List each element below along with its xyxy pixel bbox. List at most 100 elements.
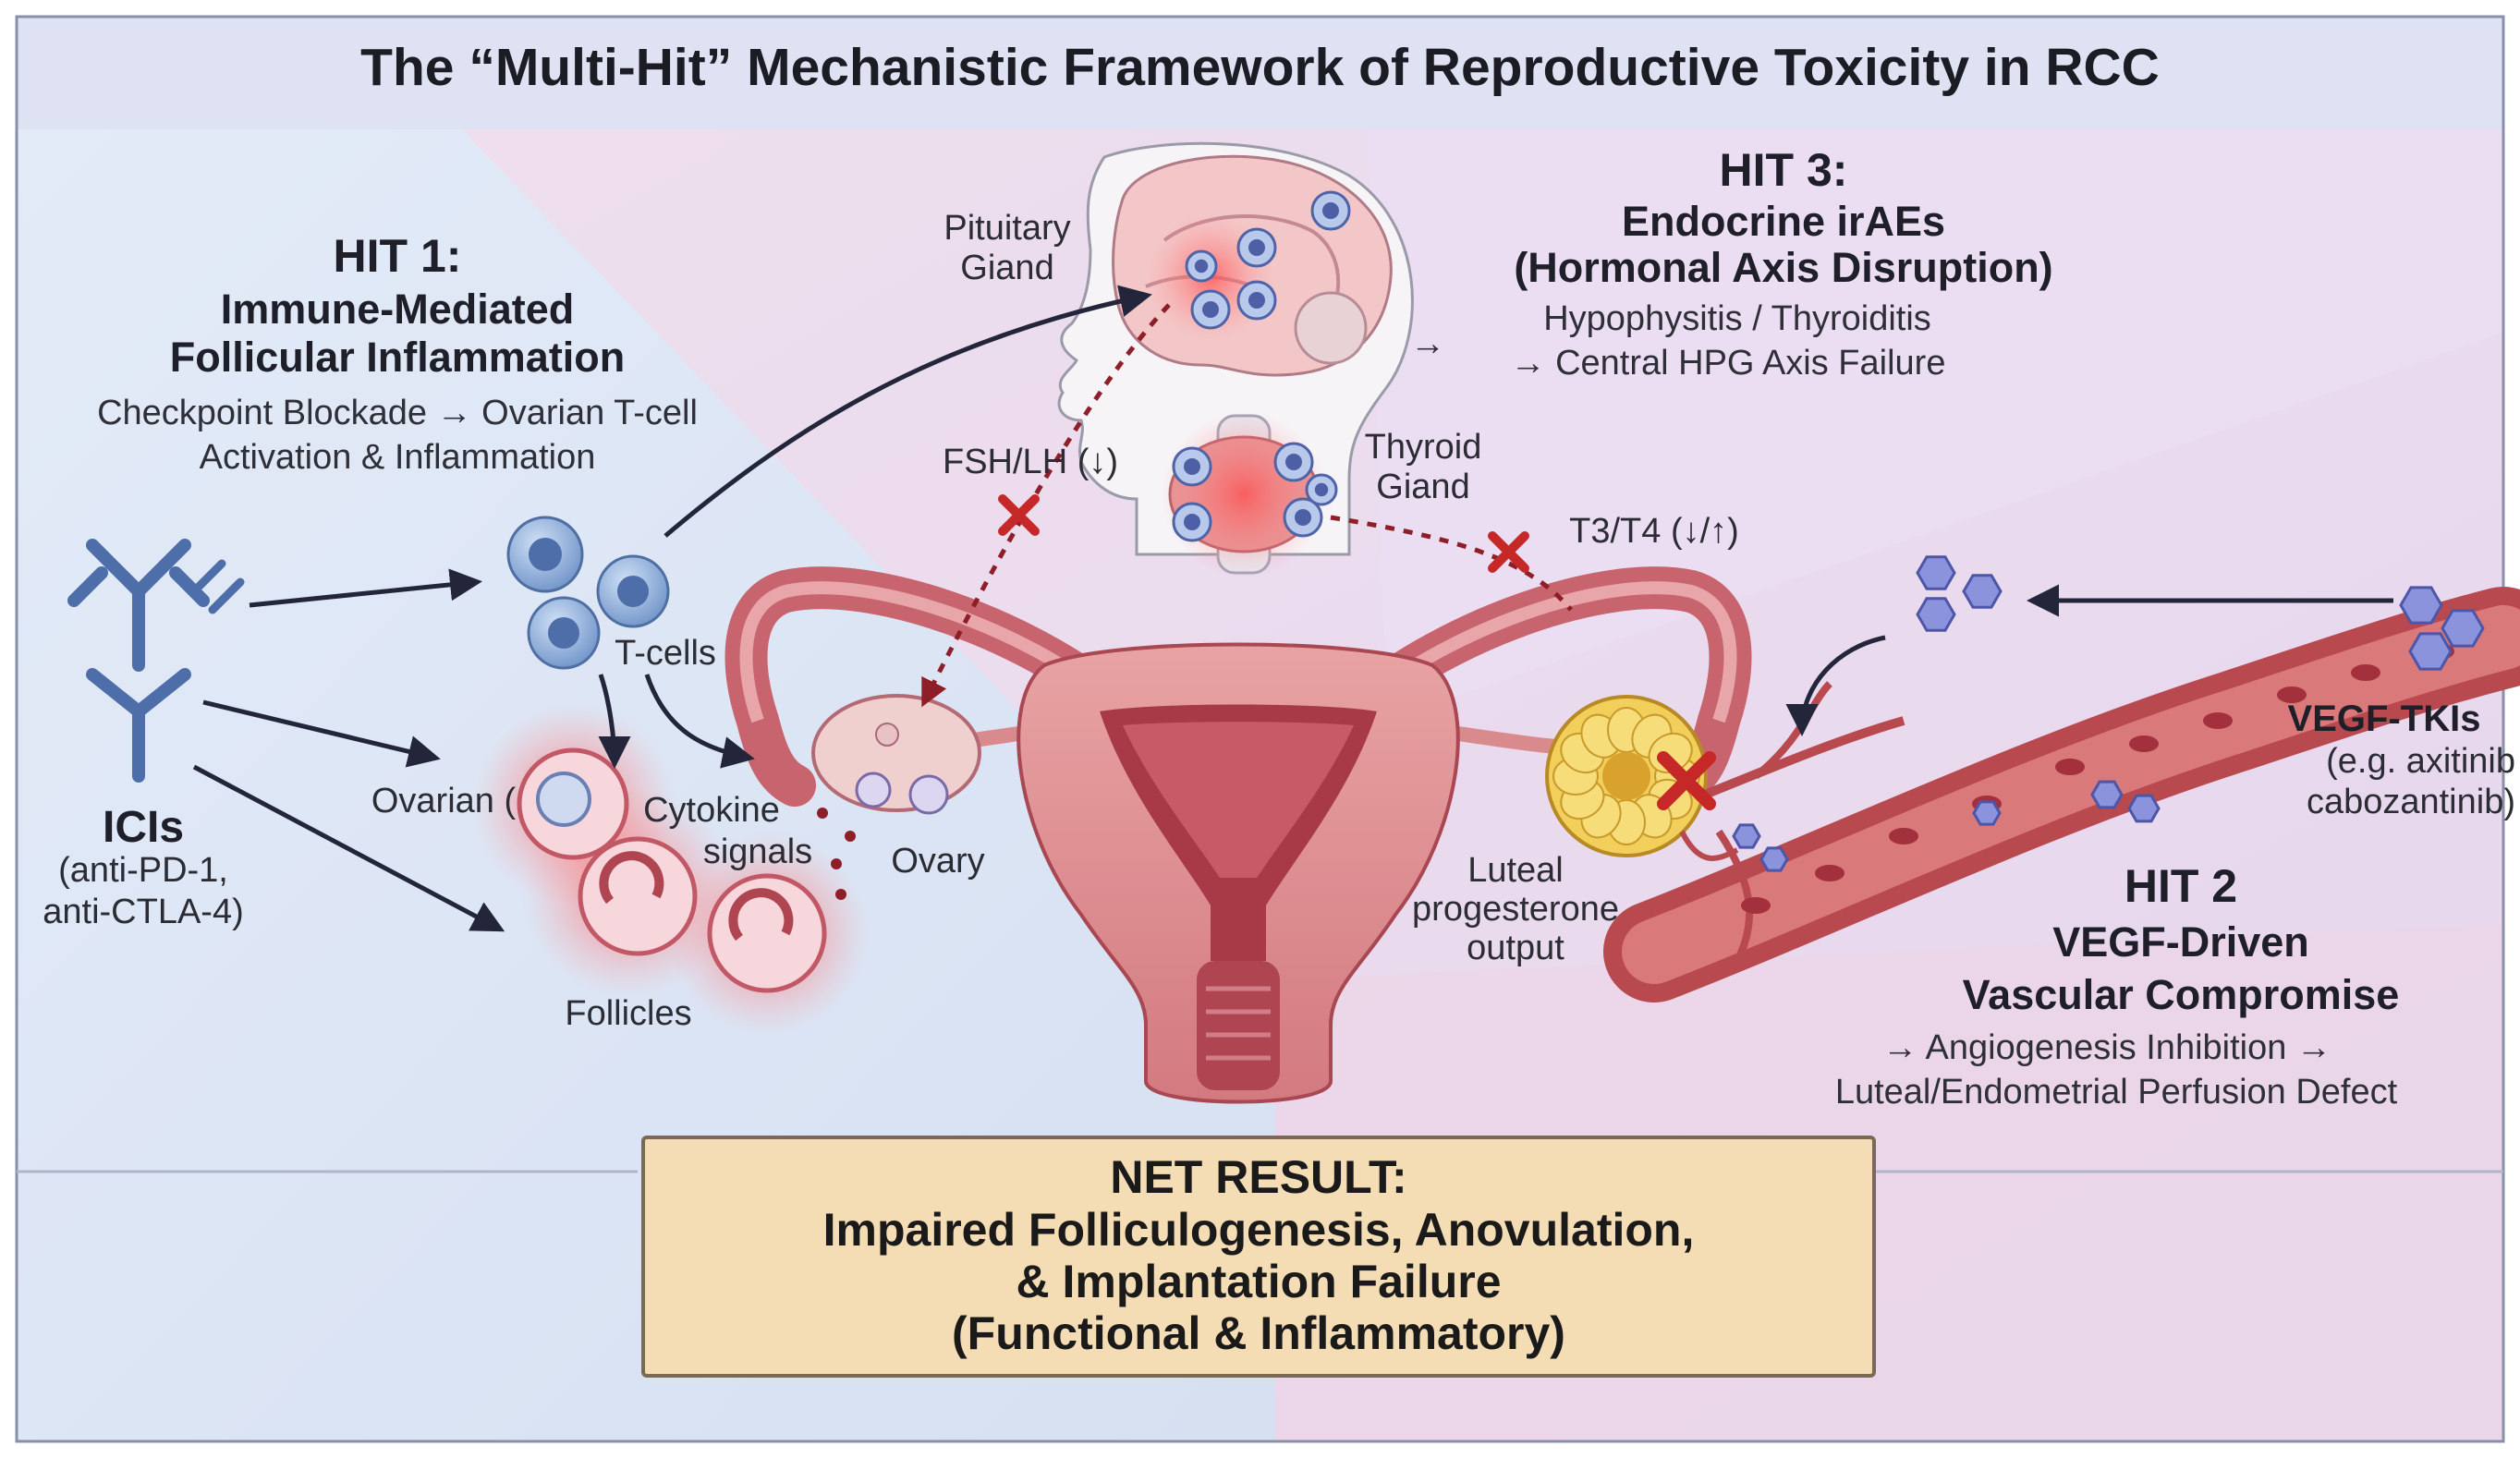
tki-molecule: [2399, 586, 2443, 625]
thyroid-axis: [1330, 515, 1573, 612]
fsh-block-cross: [998, 494, 1040, 536]
hit2-heading: HIT 2: [2124, 860, 2238, 912]
red-blood-cell: [1741, 897, 1771, 914]
icis-sub2: anti-CTLA-4): [43, 893, 244, 931]
tki-molecule: [1732, 823, 1761, 849]
vegf-sub2: cabozantinib): [2306, 783, 2515, 821]
fsh-lh-label: FSH/LH (↓): [943, 443, 1118, 481]
tcells-label: T-cells: [615, 634, 716, 673]
uterus: [724, 566, 1752, 1104]
hit1-desc2: Activation & Inflammation: [199, 438, 596, 477]
immune-cell-nucleus: [1248, 292, 1265, 309]
arrow-ici-to-tcells: [249, 568, 482, 608]
red-blood-cell: [2277, 686, 2307, 703]
t3t4-block-cross: [1488, 531, 1529, 573]
icis-label: ICIs: [102, 803, 185, 852]
tki-molecules: [1732, 555, 2485, 872]
hit1-line1: Immune-Mediated: [220, 286, 575, 333]
tki-molecule: [2127, 794, 2161, 823]
cerebellum: [1294, 291, 1368, 365]
immune-cell-nucleus: [1248, 239, 1265, 256]
arrow-tki-to-luteum: [1785, 635, 1886, 736]
net-result-line3: (Functional & Inflammatory): [952, 1307, 1565, 1359]
hit3-line1: Endocrine irAEs: [1621, 198, 1946, 245]
red-blood-cell: [2203, 712, 2233, 729]
vegf-tkis-label: VEGF-TKIs: [2287, 699, 2481, 739]
tki-molecule: [1916, 597, 1956, 632]
hit3-heading: HIT 3:: [1719, 144, 1848, 196]
net-result-box: NET RESULT: Impaired Folliculogenesis, A…: [641, 1136, 1876, 1378]
immune-cell-nucleus: [1184, 514, 1200, 530]
arrows: [192, 285, 2393, 932]
cytokine-label-2: signals: [702, 832, 813, 871]
arrow-tcells-to-ovary: [644, 674, 755, 769]
arrow-ici-to-follicles: [192, 764, 505, 932]
red-blood-cell: [2351, 664, 2380, 681]
immune-cell-nucleus: [1295, 509, 1311, 526]
cytokine-dots: [817, 808, 856, 900]
tki-molecule: [2408, 632, 2453, 671]
immune-cell-nucleus: [1202, 301, 1219, 318]
hit3-desc2: → Central HPG Axis Failure: [1510, 344, 1946, 383]
net-result-line2: & Implantation Failure: [1016, 1256, 1502, 1307]
tki-molecule: [1962, 574, 2003, 609]
immune-cell-nucleus: [1285, 454, 1302, 470]
luteal-label-2: progesterone: [1412, 890, 1619, 929]
luteal-block-cross: [1657, 751, 1716, 810]
hit2-desc2: Luteal/Endometrial Perfusion Defect: [1834, 1073, 2398, 1112]
ovarian-label: Ovarian (: [371, 782, 517, 820]
net-result-title: NET RESULT:: [1110, 1151, 1407, 1203]
arrow-tcells-to-pituitary: [663, 285, 1152, 538]
tki-molecule: [2090, 780, 2124, 809]
thyroid-label-2: Giand: [1376, 468, 1470, 506]
pituitary-label-1: Pituitary: [943, 209, 1071, 248]
net-result-line1: Impaired Folliculogenesis, Anovulation,: [822, 1204, 1695, 1256]
tki-molecule: [1916, 555, 1956, 590]
cervix: [1197, 961, 1280, 1090]
inflamed-follicles: [471, 702, 869, 1035]
ovary-label: Ovary: [891, 842, 985, 881]
tki-molecule: [1759, 846, 1789, 872]
red-blood-cell: [2055, 759, 2085, 775]
brain-immune-cells: [1185, 190, 1351, 330]
pituitary-label-2: Giand: [960, 249, 1054, 287]
hormonal-axis-lines: [921, 303, 1573, 708]
t-cell-cluster: [506, 516, 670, 670]
corpus-luteum: [1545, 695, 1708, 857]
antibody-icons: [67, 539, 245, 783]
thyroid-immune-cells: [1172, 442, 1338, 542]
diagram-title: The “Multi-Hit” Mechanistic Framework of…: [360, 38, 2160, 97]
hit2-line2: Vascular Compromise: [1962, 971, 2400, 1018]
arrow-ici-to-ovary: [202, 699, 441, 768]
hit3-arrow: →: [1410, 324, 1445, 363]
block-crosses: [998, 494, 1716, 810]
red-blood-cell: [2129, 735, 2159, 752]
hit2-desc1: → Angiogenesis Inhibition →: [1882, 1028, 2331, 1067]
immune-cell-nucleus: [1184, 458, 1200, 475]
luteal-label-1: Luteal: [1467, 851, 1564, 890]
thyroid-label-1: Thyroid: [1364, 428, 1482, 467]
hit3-desc1: Hypophysitis / Thyroiditis: [1543, 299, 1931, 338]
tki-molecule: [2441, 609, 2485, 648]
immune-cell-nucleus: [1322, 202, 1339, 219]
hit2-line1: VEGF-Driven: [2052, 918, 2309, 966]
hit1-desc1: Checkpoint Blockade → Ovarian T-cell: [97, 394, 698, 432]
immune-cell-nucleus: [1314, 482, 1329, 497]
red-blood-cell: [1889, 828, 1918, 844]
vegf-sub1: (e.g. axitinib: [2326, 742, 2515, 781]
hit3-line2: (Hormonal Axis Disruption): [1514, 244, 2053, 291]
tki-molecule: [1972, 800, 2002, 826]
t3t4-label: T3/T4 (↓/↑): [1569, 512, 1739, 551]
title-band: [17, 17, 2503, 129]
luteal-label-3: output: [1467, 929, 1564, 967]
icis-sub1: (anti-PD-1,: [58, 851, 228, 890]
follicles-label: Follicles: [565, 994, 692, 1033]
hit1-heading: HIT 1:: [333, 230, 462, 282]
immune-cell-nucleus: [1194, 259, 1209, 273]
hit1-line2: Follicular Inflammation: [169, 334, 626, 381]
arrow-tcells-to-follicles: [598, 674, 631, 769]
red-blood-cell: [1815, 865, 1844, 881]
left-ovary: [811, 694, 981, 815]
